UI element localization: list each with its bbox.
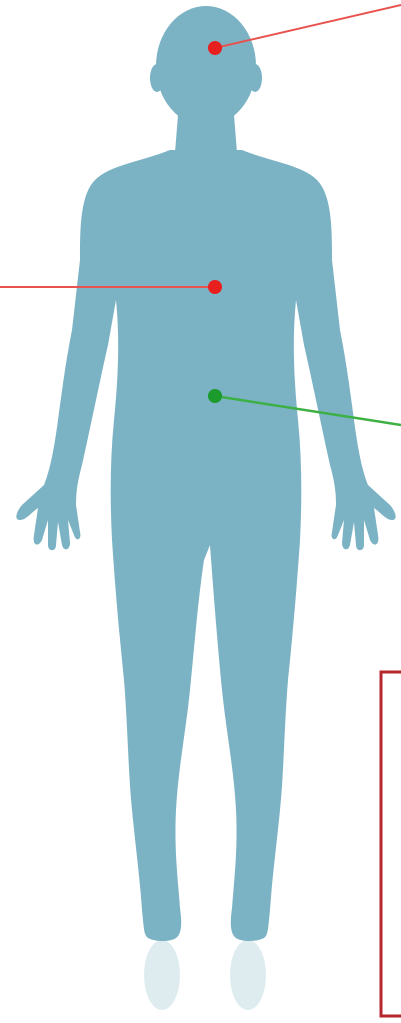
head — [156, 6, 256, 126]
callout-box — [381, 672, 401, 1016]
left-foot-reflection — [144, 940, 180, 1010]
right-ear — [248, 64, 262, 92]
torso — [16, 150, 395, 941]
right-foot-reflection — [230, 940, 266, 1010]
body-silhouette — [16, 6, 395, 941]
head-marker — [208, 41, 222, 55]
chest-marker — [208, 280, 222, 294]
abdomen-marker — [208, 389, 222, 403]
reflection — [144, 940, 266, 1010]
left-ear — [150, 64, 164, 92]
